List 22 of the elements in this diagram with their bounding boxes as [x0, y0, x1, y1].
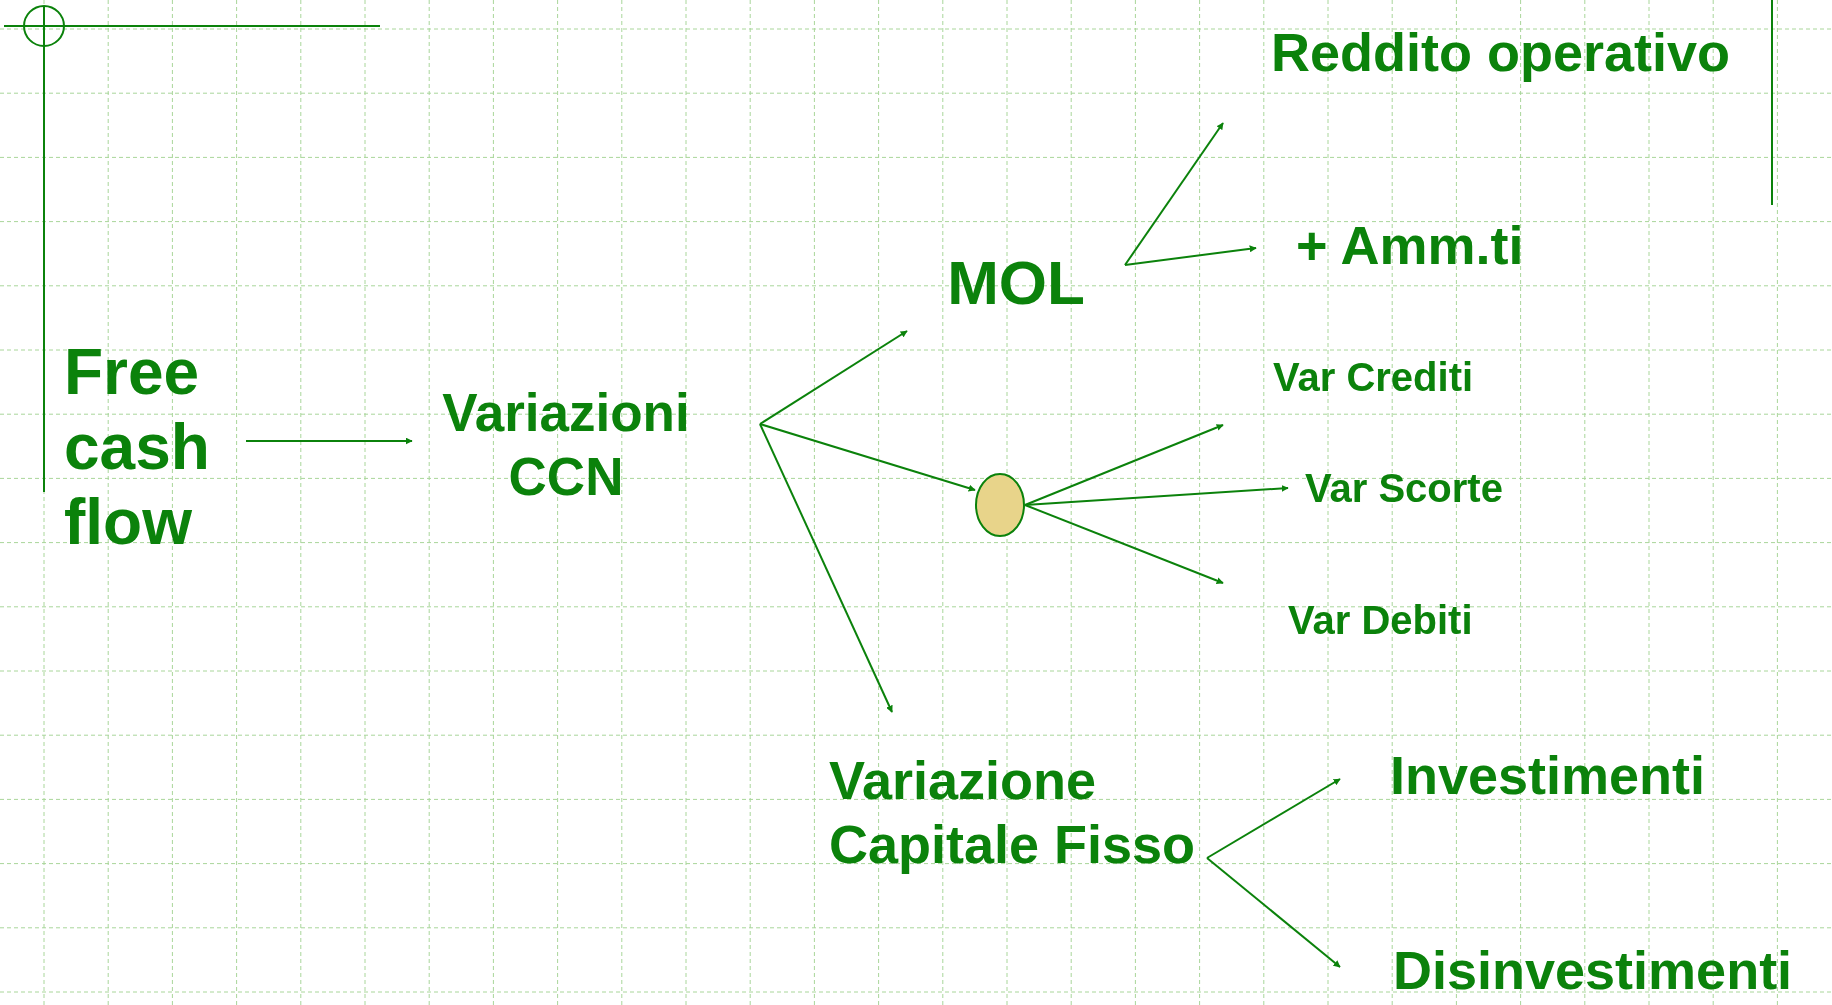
node-label: Variazione Capitale Fisso	[829, 749, 1197, 876]
node-label: MOL	[947, 248, 1085, 318]
arrow	[1024, 484, 1289, 506]
node-label: Investimenti	[1390, 745, 1706, 805]
arrow	[759, 423, 976, 492]
arrow	[1024, 504, 1224, 584]
node-label: + Amm.ti	[1296, 215, 1524, 275]
arrow	[245, 437, 413, 445]
arrow	[1024, 424, 1224, 506]
node-label: Var Scorte	[1305, 465, 1503, 511]
arrow	[1124, 245, 1257, 266]
node-label: Variazioni CCN	[441, 382, 691, 508]
node-label: Disinvestimenti	[1393, 940, 1793, 1000]
node-label: Free cash flow	[64, 335, 211, 560]
node-label: Reddito operativo	[1271, 21, 1731, 84]
node-label: Var Debiti	[1288, 597, 1473, 643]
arrow	[1206, 857, 1341, 968]
arrow	[759, 423, 893, 713]
node-label: Var Crediti	[1273, 354, 1474, 400]
arrow	[1206, 778, 1341, 859]
arrow	[1124, 122, 1224, 266]
arrow	[759, 330, 908, 425]
